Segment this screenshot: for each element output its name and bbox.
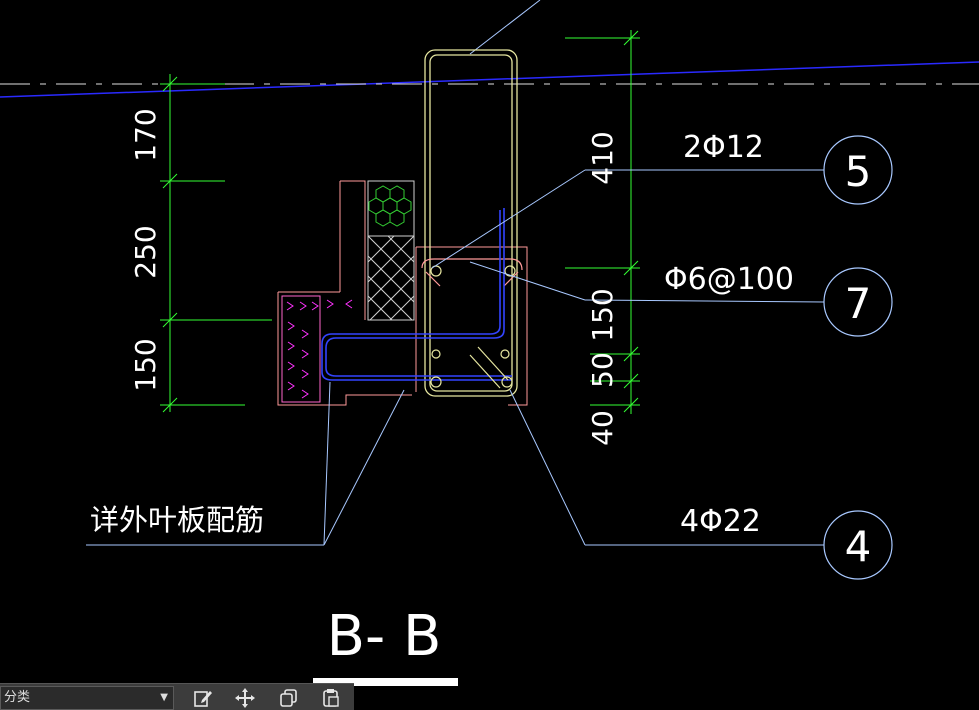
label-rebar-4: 4Φ22 bbox=[680, 504, 761, 539]
paste-button[interactable] bbox=[318, 687, 344, 709]
rebar-dots bbox=[430, 265, 516, 388]
dim-left-250: 250 bbox=[129, 225, 162, 278]
concrete-outline bbox=[277, 180, 528, 406]
corner-hook bbox=[469, 346, 509, 389]
callout-number-4: 4 bbox=[845, 522, 872, 571]
dim-right-40: 40 bbox=[586, 410, 619, 446]
dimension-chain-right bbox=[565, 30, 640, 414]
layer-dropdown-value: 分类 bbox=[4, 690, 31, 705]
edit-button[interactable] bbox=[190, 687, 216, 709]
copy-icon bbox=[280, 689, 297, 707]
callout-circle-7 bbox=[823, 267, 893, 337]
callout-number-5: 5 bbox=[845, 147, 872, 196]
slab-rebar-loop bbox=[321, 208, 512, 381]
label-rebar-5: 2Φ12 bbox=[683, 130, 764, 165]
column-stirrup bbox=[424, 49, 518, 397]
section-title: B- B bbox=[327, 604, 442, 669]
section-title-underline bbox=[313, 678, 458, 686]
chevron-down-icon: ▼ bbox=[160, 692, 168, 703]
edit-icon bbox=[194, 691, 212, 707]
callout-number-7: 7 bbox=[845, 279, 872, 328]
move-button[interactable] bbox=[232, 687, 258, 709]
move-icon bbox=[235, 688, 255, 708]
label-outer-leaf: 详外叶板配筋 bbox=[90, 503, 264, 537]
dim-right-50: 50 bbox=[586, 352, 619, 388]
leader-line-top bbox=[469, 0, 541, 55]
callout-circle-4 bbox=[823, 510, 893, 580]
layer-dropdown[interactable]: 分类 ▼ bbox=[0, 686, 174, 710]
callout-circle-5 bbox=[823, 135, 893, 205]
dim-left-150: 150 bbox=[129, 338, 162, 391]
level-line bbox=[0, 61, 979, 98]
outer-leaf-panel bbox=[281, 295, 353, 403]
copy-button[interactable] bbox=[276, 687, 302, 709]
dimension-chain-left bbox=[160, 74, 272, 413]
bottom-toolbar: 分类 ▼ bbox=[0, 683, 354, 710]
leader-lines bbox=[86, 169, 825, 546]
insulation-block bbox=[367, 180, 415, 321]
dim-right-150: 150 bbox=[586, 288, 619, 341]
paste-icon bbox=[323, 689, 339, 707]
dim-right-410: 410 bbox=[586, 131, 619, 184]
label-rebar-7: Φ6@100 bbox=[664, 262, 794, 297]
dim-left-170: 170 bbox=[129, 108, 162, 161]
tie-bar bbox=[421, 258, 523, 287]
